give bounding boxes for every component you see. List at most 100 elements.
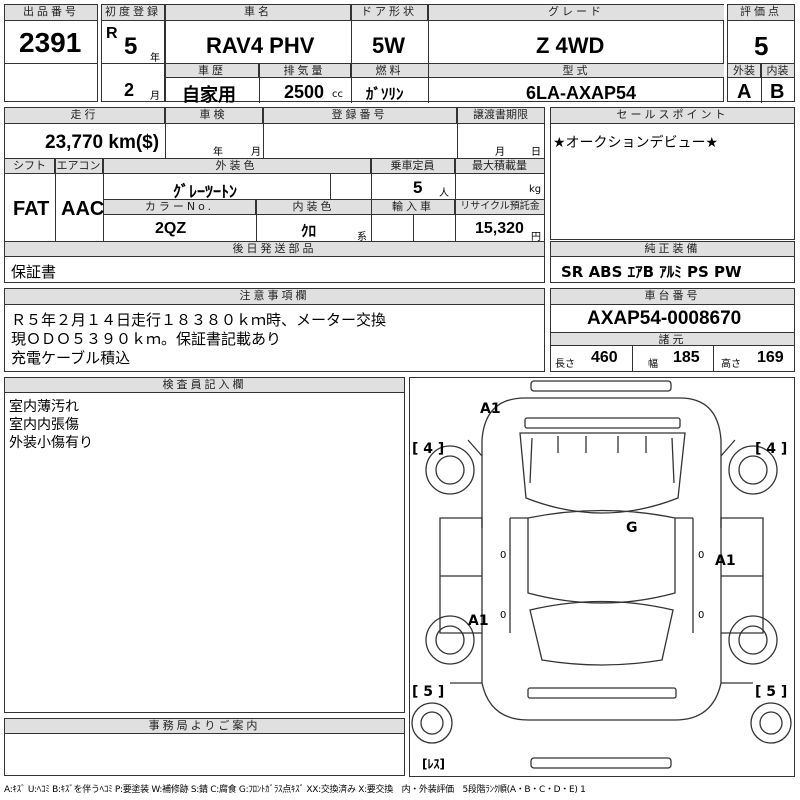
chassis-number: AXAP54-0008670 bbox=[587, 308, 742, 329]
damage-mark-g: G bbox=[626, 520, 638, 536]
inspector-line-3: 外装小傷有り bbox=[9, 435, 93, 451]
model-label: 型式 bbox=[429, 64, 724, 78]
equipment-text: SR ABS ｴｱB ｱﾙﾐ PS PW bbox=[561, 263, 742, 281]
import-label: 輸入車 bbox=[372, 200, 455, 215]
height: 169 bbox=[757, 349, 784, 366]
mileage: 23,770 km($) bbox=[45, 132, 160, 153]
door-label: ドア形状 bbox=[351, 5, 428, 21]
damage-mark-a1-left: A1 bbox=[468, 613, 489, 629]
details-box: 走行 車検 登録番号 譲渡書期限 23,770 km($) 年 月 月 日 シフ… bbox=[4, 107, 545, 283]
door-type: 5W bbox=[372, 33, 405, 58]
month-value: 2 bbox=[124, 80, 135, 100]
exterior-label: 外装 bbox=[728, 64, 761, 78]
notes-line-3: 充電ケーブル積込 bbox=[11, 349, 131, 367]
shift-label: シフト bbox=[5, 159, 55, 174]
capacity-label: 乗車定員 bbox=[371, 159, 455, 174]
recycle-unit: 円 bbox=[531, 232, 541, 243]
sales-point-box: セールスポイント ★オークションデビュー★ bbox=[550, 107, 795, 240]
inspection-label: 車検 bbox=[165, 108, 263, 124]
year-unit: 年 bbox=[150, 53, 160, 64]
grade: Z 4WD bbox=[536, 33, 605, 58]
car-outline-diagram bbox=[411, 380, 792, 769]
notes-line-2: 現ＯＤＯ５３９０ｋｍ。保証書記載あり bbox=[11, 330, 282, 348]
capacity-unit: 人 bbox=[439, 188, 449, 199]
fuel: ｶﾞｿﾘﾝ bbox=[366, 85, 404, 103]
year-value: 5 bbox=[124, 33, 138, 60]
car-spec-box: 車名 ドア形状 グレード RAV4 PHV 5W Z 4WD 車歴 排気量 燃料… bbox=[165, 4, 724, 106]
transfer-month-unit: 月 bbox=[495, 147, 505, 158]
legend: A:ｷｽﾞ U:ﾍｺﾐ B:ｷｽﾞを伴うﾍｺﾐ P:要塗装 W:補修跡 S:錆 … bbox=[4, 785, 586, 795]
ac: AAC bbox=[61, 198, 105, 220]
damage-mark-zero-left-2: 0 bbox=[500, 610, 507, 621]
interior-color: ｸﾛ bbox=[301, 222, 317, 240]
damage-mark-zero-right-2: 0 bbox=[698, 610, 705, 621]
ac-label: エアコン bbox=[55, 159, 103, 174]
width-label: 幅 bbox=[648, 359, 658, 370]
recycle-label: リサイクル預託金 bbox=[456, 200, 544, 215]
car-name: RAV4 PHV bbox=[206, 33, 315, 58]
history: 自家用 bbox=[182, 85, 236, 106]
tire-front-right: [ 4 ] bbox=[755, 441, 788, 457]
history-label: 車歴 bbox=[166, 64, 259, 78]
grade-label: グレード bbox=[428, 5, 724, 21]
fuel-label: 燃料 bbox=[351, 64, 428, 78]
displacement-unit: cc bbox=[332, 89, 343, 100]
month-unit: 月 bbox=[150, 91, 160, 102]
mileage-label: 走行 bbox=[5, 108, 165, 124]
sales-point-text: ★オークションデビュー★ bbox=[553, 135, 719, 151]
displacement-label: 排気量 bbox=[259, 64, 351, 78]
inspection-month-unit: 月 bbox=[251, 147, 261, 158]
registration-label: 登録番号 bbox=[263, 108, 457, 124]
damage-mark-a1-right: A1 bbox=[715, 553, 736, 569]
specs-label: 諸元 bbox=[551, 332, 794, 346]
lot-number: 2391 bbox=[19, 27, 82, 58]
damage-mark-a1-top: A1 bbox=[480, 401, 501, 417]
score-label: 評価点 bbox=[728, 5, 794, 21]
capacity: 5 bbox=[413, 178, 423, 197]
shift: FAT bbox=[13, 198, 50, 220]
score: 5 bbox=[754, 31, 769, 61]
displacement: 2500 bbox=[284, 82, 325, 102]
color-no-label: カラーNo. bbox=[104, 200, 256, 215]
notes-line-1: Ｒ５年２月１４日走行１８３８０ｋｍ時、メーター交換 bbox=[11, 311, 387, 329]
exterior-grade: A bbox=[737, 81, 752, 103]
chassis-box: 車台番号 AXAP54-0008670 諸元 長さ 460 幅 185 高さ 1… bbox=[550, 288, 795, 372]
score-box: 評価点 5 外装 内装 A B bbox=[727, 4, 795, 103]
damage-mark-zero-right: 0 bbox=[698, 550, 705, 561]
inspection-year-unit: 年 bbox=[213, 147, 223, 158]
width: 185 bbox=[673, 349, 700, 366]
sales-point-label: セールスポイント bbox=[551, 108, 794, 124]
color: ｸﾞﾚｰﾂｰﾄﾝ bbox=[173, 182, 238, 201]
recycle: 15,320 bbox=[475, 220, 524, 237]
color-no: 2QZ bbox=[155, 220, 187, 237]
tire-rear-right: [ 5 ] bbox=[755, 684, 788, 700]
model: 6LA-AXAP54 bbox=[526, 83, 637, 103]
inspector-label: 検査員記入欄 bbox=[5, 378, 404, 393]
notes-box: 注意事項欄 Ｒ５年２月１４日走行１８３８０ｋｍ時、メーター交換 現ＯＤＯ５３９０… bbox=[4, 288, 545, 372]
lot-label: 出品番号 bbox=[5, 5, 97, 21]
length: 460 bbox=[591, 349, 618, 366]
damage-mark-zero-left: 0 bbox=[500, 550, 507, 561]
interior-label: 内装 bbox=[761, 64, 794, 78]
inspector-line-1: 室内薄汚れ bbox=[9, 399, 79, 415]
era: R bbox=[106, 25, 118, 42]
car-name-label: 車名 bbox=[166, 5, 351, 21]
interior-color-unit: 系 bbox=[357, 232, 367, 243]
height-label: 高さ bbox=[721, 359, 741, 370]
interior-grade: B bbox=[770, 81, 785, 103]
transfer-day-unit: 日 bbox=[531, 147, 541, 158]
first-registration-box: 初度登録 R 5 年 2 月 bbox=[101, 4, 165, 102]
max-load-label: 最大積載量 bbox=[455, 159, 544, 174]
equipment-box: 純正装備 SR ABS ｴｱB ｱﾙﾐ PS PW bbox=[550, 241, 795, 283]
chassis-label: 車台番号 bbox=[551, 289, 794, 305]
inspector-line-2: 室内内張傷 bbox=[9, 417, 79, 433]
office-label: 事務局よりご案内 bbox=[5, 719, 404, 734]
equipment-label: 純正装備 bbox=[551, 242, 794, 257]
notes-label: 注意事項欄 bbox=[5, 289, 544, 305]
color-label: 外装色 bbox=[103, 159, 371, 174]
office-box: 事務局よりご案内 bbox=[4, 718, 405, 776]
tire-front-left: [ 4 ] bbox=[412, 441, 445, 457]
tire-rear-left: [ 5 ] bbox=[412, 684, 445, 700]
first-reg-label: 初度登録 bbox=[102, 5, 164, 21]
max-load-unit: kg bbox=[529, 184, 542, 195]
